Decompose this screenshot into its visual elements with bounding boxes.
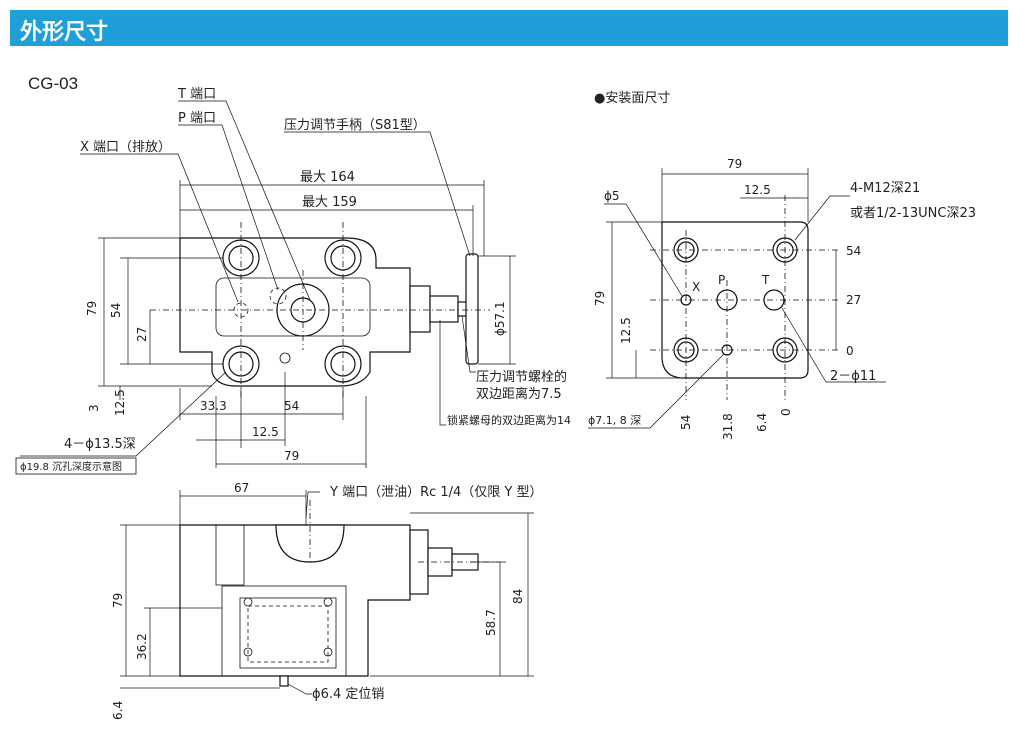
dim-27: 27 (135, 327, 149, 342)
label-p-port: P 端口 (178, 111, 216, 126)
mount-r0: 0 (846, 344, 854, 358)
dim-54: 54 (109, 303, 123, 318)
mount-phi5: ϕ5 (604, 189, 620, 203)
mount-dim-12-5: 12.5 (744, 183, 771, 197)
model-label: CG-03 (28, 74, 79, 93)
label-handle: 压力调节手柄（S81型） (284, 118, 426, 133)
dim-33-3: 33.3 (200, 399, 227, 413)
mount-pin: ϕ7.1, 8 深 (588, 414, 641, 427)
side-dim-58-7: 58.7 (484, 609, 498, 636)
dim-12-5b: 12.5 (252, 425, 279, 439)
mount-screw1: 4-M12深21 (850, 181, 920, 196)
dim-79b: 79 (284, 449, 299, 463)
side-hidden-cavity (247, 605, 329, 663)
mount-title: ●安装面尺寸 (594, 91, 670, 106)
mount-b31-8: 31.8 (721, 413, 735, 440)
mount-h79: 79 (593, 291, 607, 306)
front-view: 最大 164 最大 159 79 54 27 3 12.5 33.3 54 12… (15, 87, 571, 475)
handle-base (409, 285, 431, 333)
locating-pin-front (279, 352, 291, 364)
lock-nut (429, 295, 459, 323)
mounting-face-view: ●安装面尺寸 X P T 79 12.5 54 27 0 (588, 91, 976, 440)
dim-79: 79 (85, 301, 99, 316)
dim-phi57: ϕ57.1 (493, 301, 507, 336)
side-dim-84: 84 (511, 589, 525, 604)
side-dim-67: 67 (234, 481, 249, 495)
label-t-port: T 端口 (177, 87, 216, 102)
side-plate-inner (239, 597, 337, 669)
mount-face-outline (661, 221, 809, 379)
port-x-label: X (692, 280, 700, 294)
mount-holes: 2－ϕ11 (830, 369, 876, 384)
center-plate (215, 277, 371, 337)
side-locating-pin (279, 675, 289, 687)
side-pin-label: ϕ6.4 定位销 (312, 687, 384, 702)
dim-12-5: 12.5 (113, 389, 127, 416)
p-port-hidden (269, 287, 287, 305)
label-bolt-note2: 双边距离为7.5 (476, 386, 562, 402)
section-title: 外形尺寸 (20, 20, 109, 45)
side-dim-79: 79 (111, 593, 125, 608)
port-p-label: P (718, 273, 725, 287)
side-view: 67 Y 端口（泄油）Rc 1/4（仅限 Y 型） 79 36.2 6.4 58… (111, 481, 543, 720)
mount-h12-5: 12.5 (619, 317, 633, 344)
handle-knob (465, 253, 479, 365)
mount-r27: 27 (846, 293, 861, 307)
dim-3: 3 (87, 404, 101, 412)
label-x-port: X 端口（排放） (80, 140, 171, 155)
mount-b0: 0 (779, 408, 793, 416)
label-bolt-note1: 压力调节螺栓的 (476, 369, 567, 385)
dim-max164: 最大 164 (300, 170, 355, 185)
label-nut-note: 锁紧螺母的双边距离为14 (447, 413, 571, 427)
side-y-port: Y 端口（泄油）Rc 1/4（仅限 Y 型） (329, 485, 543, 500)
side-dim-36-2: 36.2 (135, 633, 149, 660)
mount-b54: 54 (679, 415, 693, 430)
label-holes: 4－ϕ13.5深 (64, 437, 136, 452)
mount-r54: 54 (846, 244, 861, 258)
section-header: 外形尺寸 (10, 10, 1008, 46)
counterbore-box (15, 457, 137, 475)
dim-54b: 54 (284, 399, 299, 413)
mount-screw2: 或者1/2-13UNC深23 (850, 206, 976, 221)
dim-max159: 最大 159 (302, 195, 357, 210)
side-step (215, 524, 245, 586)
mount-dim-79: 79 (727, 157, 742, 171)
port-t-label: T (761, 273, 770, 287)
label-counterbore: ϕ19.8 沉孔深度示意图 (20, 460, 122, 473)
mount-b6-4: 6.4 (755, 413, 769, 432)
side-dim-6-4: 6.4 (111, 701, 125, 720)
